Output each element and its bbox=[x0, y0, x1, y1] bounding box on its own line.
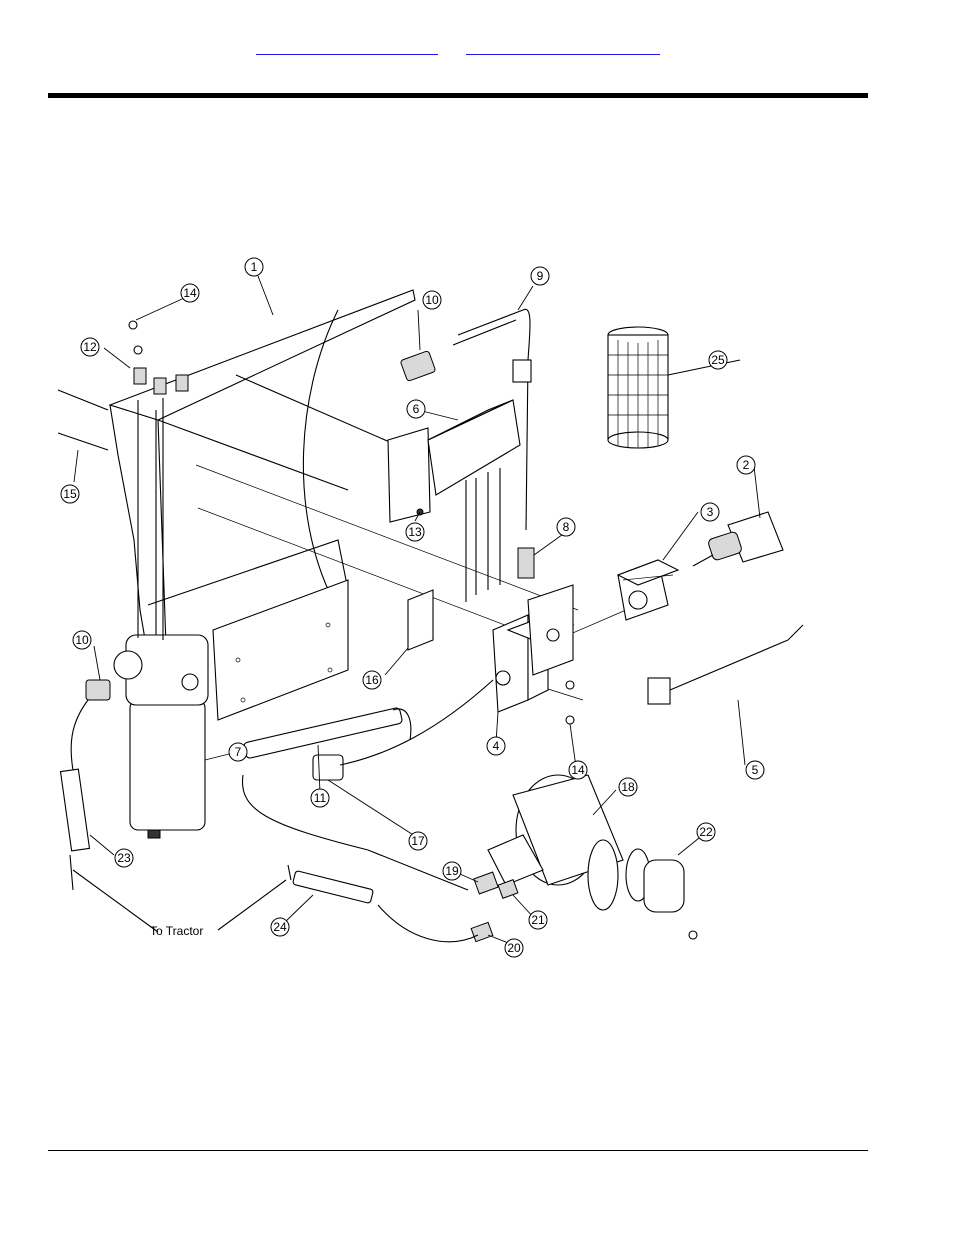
filter-housing bbox=[113, 398, 209, 839]
callout-10-left: 10 bbox=[72, 630, 92, 650]
left-hose bbox=[59, 679, 159, 933]
callout-9: 9 bbox=[530, 266, 550, 286]
callout-1: 1 bbox=[244, 257, 264, 277]
svg-text:19: 19 bbox=[445, 864, 459, 878]
callout-4: 4 bbox=[486, 736, 506, 756]
callout-18: 18 bbox=[618, 777, 638, 797]
callout-14-top: 14 bbox=[180, 283, 200, 303]
callout-3: 3 bbox=[700, 502, 720, 522]
svg-text:20: 20 bbox=[507, 941, 521, 955]
svg-text:12: 12 bbox=[83, 340, 97, 354]
callout-15: 15 bbox=[60, 484, 80, 504]
header-rule bbox=[48, 93, 868, 98]
callout-24: 24 bbox=[270, 917, 290, 937]
svg-text:18: 18 bbox=[621, 780, 635, 794]
callout-20: 20 bbox=[504, 938, 524, 958]
callout-10-top: 10 bbox=[422, 290, 442, 310]
callouts: 1 14 12 15 10 9 6 25 2 3 8 13 16 4 14 5 … bbox=[60, 257, 765, 958]
svg-text:10: 10 bbox=[75, 633, 89, 647]
svg-text:2: 2 bbox=[743, 458, 750, 472]
manifold-block bbox=[387, 399, 521, 602]
pressure-hose bbox=[241, 679, 494, 891]
svg-text:22: 22 bbox=[699, 825, 713, 839]
header-link-right[interactable] bbox=[466, 38, 660, 55]
svg-text:10: 10 bbox=[425, 293, 439, 307]
return-hose bbox=[217, 864, 479, 943]
parts-diagram: 1 14 12 15 10 9 6 25 2 3 8 13 16 4 14 5 … bbox=[57, 257, 804, 958]
callout-19: 19 bbox=[442, 861, 462, 881]
svg-text:3: 3 bbox=[707, 505, 714, 519]
svg-text:11: 11 bbox=[314, 791, 327, 805]
to-tractor-label: To Tractor bbox=[150, 924, 203, 938]
svg-text:17: 17 bbox=[411, 834, 425, 848]
callout-11: 11 bbox=[310, 788, 330, 808]
hardware-bolts bbox=[57, 320, 189, 451]
callout-13: 13 bbox=[405, 522, 425, 542]
svg-text:23: 23 bbox=[117, 851, 131, 865]
svg-text:24: 24 bbox=[273, 920, 287, 934]
solenoid-group bbox=[616, 511, 804, 705]
svg-text:1: 1 bbox=[251, 260, 258, 274]
callout-16: 16 bbox=[362, 670, 382, 690]
callout-5: 5 bbox=[745, 760, 765, 780]
upper-tube bbox=[400, 308, 535, 579]
callout-2: 2 bbox=[736, 455, 756, 475]
valve-block bbox=[492, 584, 575, 725]
callout-12: 12 bbox=[80, 337, 100, 357]
callout-22: 22 bbox=[696, 822, 716, 842]
callout-6: 6 bbox=[406, 399, 426, 419]
svg-text:25: 25 bbox=[711, 353, 725, 367]
svg-text:9: 9 bbox=[537, 269, 544, 283]
leader-lines bbox=[73, 275, 761, 945]
svg-text:6: 6 bbox=[413, 402, 420, 416]
svg-text:14: 14 bbox=[183, 286, 197, 300]
svg-text:15: 15 bbox=[63, 487, 77, 501]
callout-17: 17 bbox=[408, 831, 428, 851]
svg-text:7: 7 bbox=[235, 745, 242, 759]
svg-text:16: 16 bbox=[365, 673, 379, 687]
callout-21: 21 bbox=[528, 910, 548, 930]
callout-8: 8 bbox=[556, 517, 576, 537]
callout-25: 25 bbox=[708, 350, 728, 370]
svg-text:8: 8 bbox=[563, 520, 570, 534]
callout-23: 23 bbox=[114, 848, 134, 868]
hydraulic-motor bbox=[470, 774, 698, 943]
svg-text:14: 14 bbox=[571, 763, 585, 777]
svg-text:4: 4 bbox=[493, 739, 500, 753]
svg-text:5: 5 bbox=[752, 763, 759, 777]
svg-text:21: 21 bbox=[531, 913, 545, 927]
filter-element bbox=[607, 326, 669, 449]
footer-rule bbox=[48, 1150, 868, 1151]
svg-text:13: 13 bbox=[408, 525, 422, 539]
callout-14-bottom: 14 bbox=[568, 760, 588, 780]
callout-7: 7 bbox=[228, 742, 248, 762]
header-link-left[interactable] bbox=[256, 38, 438, 55]
spacer-plate bbox=[407, 589, 434, 651]
